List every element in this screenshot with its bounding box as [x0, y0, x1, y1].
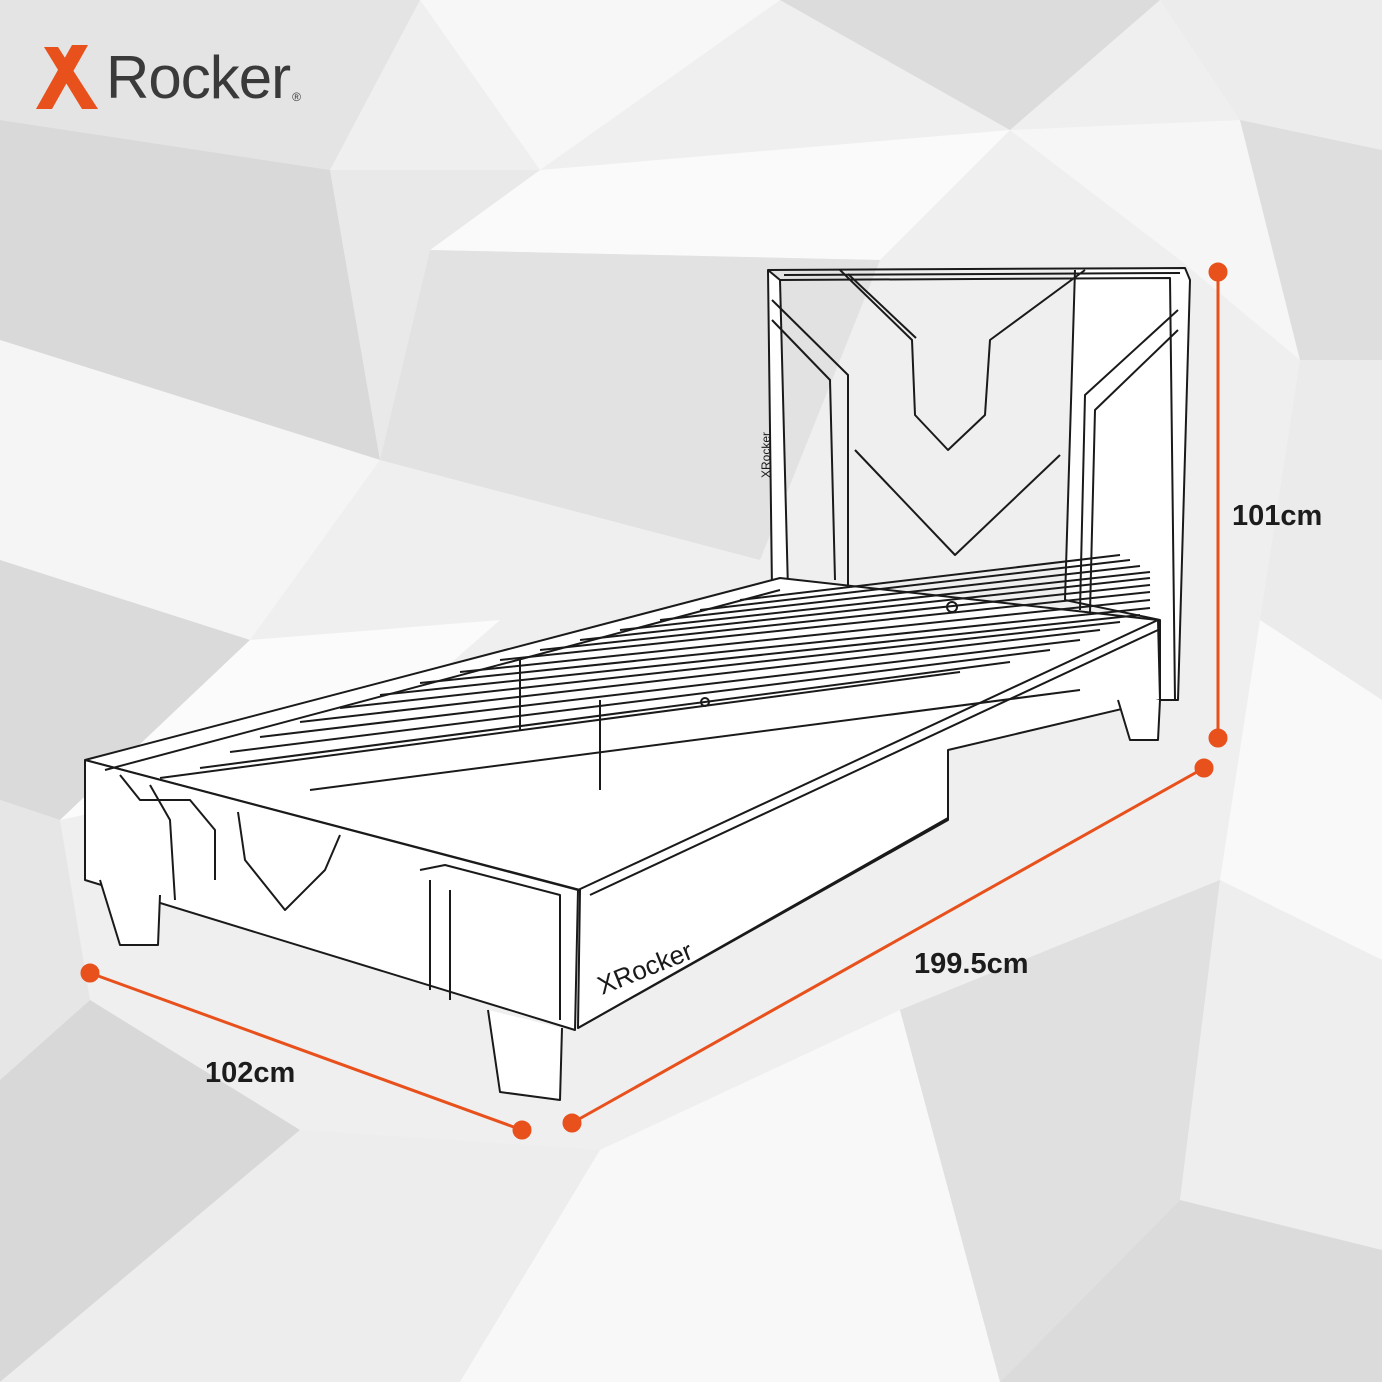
headboard-logo: XRocker [759, 432, 773, 478]
x-logo-icon [36, 45, 98, 109]
height-dimension-start-dot [1208, 262, 1228, 282]
length-dimension-label: 199.5cm [914, 948, 1029, 980]
registered-mark: ® [292, 90, 301, 104]
width-dimension-start-dot [80, 963, 100, 983]
width-dimension-label: 102cm [205, 1057, 296, 1089]
height-dimension-label: 101cm [1232, 500, 1323, 532]
brand-name: Rocker [106, 43, 291, 111]
width-dimension-line [89, 971, 523, 1132]
bed-legs [99, 699, 1161, 1101]
bed-frame [84, 554, 1161, 1031]
length-dimension-line [571, 766, 1205, 1125]
length-dimension-end-dot [1194, 758, 1214, 778]
height-dimension-end-dot [1208, 728, 1228, 748]
brand-logo: Rocker ® [36, 40, 301, 114]
width-dimension-end-dot [512, 1120, 532, 1140]
length-dimension-start-dot [562, 1113, 582, 1133]
